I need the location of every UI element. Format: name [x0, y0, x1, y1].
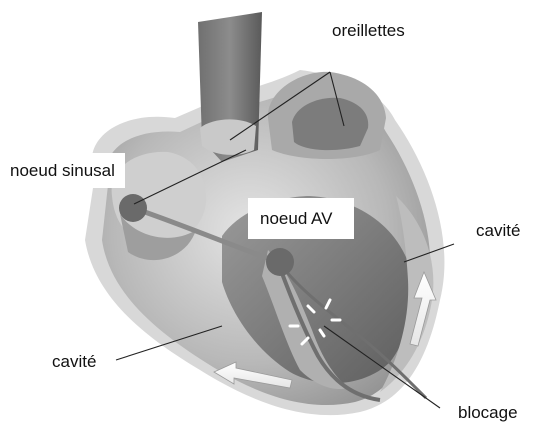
av-node: [266, 248, 294, 276]
sinus-node: [119, 194, 147, 222]
label-av-node: noeud AV: [248, 198, 354, 239]
label-chamber-left: cavité: [52, 353, 96, 370]
label-chamber-right: cavité: [476, 222, 520, 239]
label-atria: oreillettes: [332, 22, 405, 39]
label-sinus-node: noeud sinusal: [0, 153, 125, 188]
vena-cava-opening: [200, 119, 256, 155]
label-block: blocage: [458, 404, 518, 421]
